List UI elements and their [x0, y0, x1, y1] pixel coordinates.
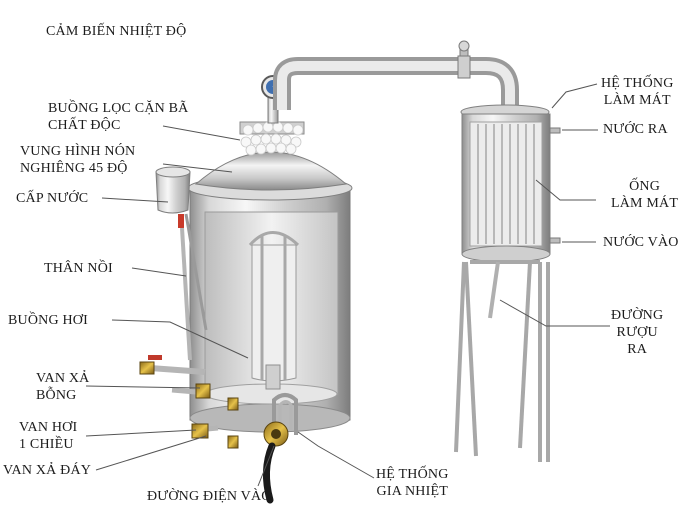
label-filter-chamber-line1: BUỒNG LỌC CẶN BÃ	[48, 101, 189, 116]
alcohol-outlet	[488, 261, 500, 319]
label-cooling-system: HỆ THỐNG LÀM MÁT	[601, 75, 674, 109]
label-alcohol-out: ĐƯỜNG RƯỢU RA	[611, 307, 663, 358]
label-valve-mash-line2: BỖNG	[36, 388, 77, 403]
label-cone-lid-line2: NGHIÊNG 45 ĐỘ	[20, 161, 128, 176]
label-cooling-tube-line2: LÀM MÁT	[611, 196, 679, 211]
label-filter-chamber-line2: CHẤT ĐỘC	[48, 118, 121, 133]
cone-lid	[194, 151, 348, 191]
label-cone-lid-line1: VUNG HÌNH NÓN	[20, 144, 136, 159]
label-heating-system: HỆ THỐNG GIA NHIỆT	[376, 466, 449, 500]
leader-lines	[85, 83, 610, 487]
label-cooling-system-line1: HỆ THỐNG	[601, 76, 674, 91]
label-alcohol-out-line2: RƯỢU	[616, 325, 658, 340]
steam-chamber	[248, 231, 300, 390]
filter-chamber	[239, 121, 305, 156]
label-cone-lid: VUNG HÌNH NÓN NGHIÊNG 45 ĐỘ	[20, 143, 135, 177]
label-water-in: NƯỚC VÀO	[603, 235, 679, 250]
heating-element	[263, 393, 298, 504]
label-heating-system-line2: GIA NHIỆT	[376, 484, 448, 499]
valves	[139, 355, 239, 449]
label-valve-mash-line1: VAN XẢ	[36, 371, 90, 386]
label-filter-chamber: BUỒNG LỌC CẶN BÃ CHẤT ĐỘC	[48, 100, 189, 134]
label-check-valve: VAN HƠI 1 CHIỀU	[19, 419, 77, 453]
label-water-out: NƯỚC RA	[603, 122, 668, 137]
label-power-input: ĐƯỜNG ĐIỆN VÀO	[147, 489, 272, 504]
label-cooling-tube: ỐNG LÀM MÁT	[611, 178, 678, 212]
label-cooling-system-line2: LÀM MÁT	[603, 93, 671, 108]
vapor-pipe	[273, 40, 519, 110]
label-drain-valve: VAN XẢ ĐÁY	[3, 463, 92, 478]
label-pot-body: THÂN NỒI	[44, 261, 113, 276]
label-cooling-tube-line1: ỐNG	[629, 179, 661, 194]
label-water-feed: CẤP NƯỚC	[16, 191, 89, 206]
water-feed	[155, 166, 208, 361]
label-heating-system-line1: HỆ THỐNG	[376, 467, 449, 482]
condenser	[460, 104, 561, 263]
label-valve-mash: VAN XẢ BỖNG	[36, 370, 89, 404]
label-check-valve-line2: 1 CHIỀU	[19, 437, 74, 452]
label-check-valve-line1: VAN HƠI	[19, 420, 78, 435]
condenser-stand	[454, 260, 550, 462]
label-steam-chamber: BUỒNG HƠI	[8, 313, 88, 328]
label-alcohol-out-line1: ĐƯỜNG	[611, 308, 664, 323]
label-alcohol-out-line3: RA	[627, 342, 648, 357]
label-temperature-sensor: CẢM BIẾN NHIỆT ĐỘ	[46, 24, 187, 39]
